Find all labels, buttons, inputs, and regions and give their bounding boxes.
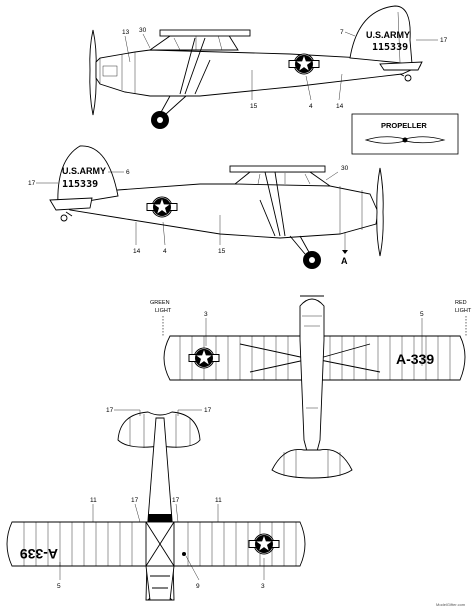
callout-15: 15	[250, 103, 258, 110]
callout-13: 13	[122, 29, 130, 36]
callout-6: 6	[126, 169, 130, 176]
top-horizontal-tail	[271, 448, 353, 479]
bottom-plan-view: A-339 17 17 11 17 17 11 5 9 3	[6, 407, 306, 601]
bottom-wing-code: A-339	[20, 546, 58, 562]
green-light-label-1: GREEN	[150, 300, 170, 306]
callout-30-lower: 30	[341, 165, 349, 172]
callout-15-lower: 15	[218, 248, 226, 255]
callout-4-lower: 4	[163, 248, 167, 255]
bottom-callout-17a: 17	[106, 407, 114, 414]
top-callout-5: 5	[420, 311, 424, 318]
fuselage	[95, 49, 422, 97]
bottom-callout-17d: 17	[172, 497, 180, 504]
bottom-callout-17b: 17	[204, 407, 212, 414]
propeller-blade-lower	[376, 167, 384, 257]
cabin-canopy-lower	[233, 171, 332, 187]
top-fuselage	[299, 298, 325, 472]
callout-14-lower: 14	[133, 248, 141, 255]
bottom-callout-11b: 11	[215, 497, 222, 504]
horizontal-stabilizer	[379, 61, 423, 71]
serial-marking: 115339	[372, 42, 408, 53]
callout-7: 7	[340, 29, 344, 36]
red-light-label-1: RED	[455, 300, 467, 306]
wing-struts-lower	[259, 171, 286, 237]
watermark: ModelGifter.com	[436, 602, 466, 607]
horizontal-stabilizer-lower	[49, 197, 93, 211]
main-landing-gear	[159, 95, 187, 115]
bottom-callout-3: 3	[261, 583, 265, 590]
fuselage-lower	[59, 183, 379, 239]
army-marking-lower: U.S.ARMY	[62, 166, 106, 176]
top-wing-code: A-339	[396, 351, 434, 367]
cowl-vent	[102, 65, 118, 77]
callout-4: 4	[309, 103, 313, 110]
callout-14: 14	[336, 103, 344, 110]
vertical-fin	[349, 5, 413, 65]
bottom-engine-cowl	[145, 565, 175, 601]
red-light-label-2: LIGHT	[455, 308, 472, 314]
propeller-title: PROPELLER	[381, 121, 427, 130]
top-callout-3: 3	[204, 311, 208, 318]
main-landing-gear-lower	[289, 235, 311, 255]
wing-root	[159, 29, 251, 37]
bottom-callout-11a: 11	[90, 497, 97, 504]
tail-wheel-lower	[60, 214, 68, 222]
bottom-callout-17c: 17	[131, 497, 139, 504]
callout-30: 30	[139, 27, 147, 34]
serial-marking-lower: 115339	[62, 179, 98, 190]
bottom-callout-5: 5	[57, 583, 61, 590]
wing-struts	[179, 37, 211, 95]
green-light-label-2: LIGHT	[155, 308, 172, 314]
top-plan-view: A-339 GREEN LIGHT RED LIGHT 3 5	[150, 295, 472, 479]
section-mark-a: A	[341, 256, 348, 266]
lower-side-view: U.S.ARMY 115339 17 6 30 14 4 15 A	[28, 145, 384, 269]
callout-17: 17	[440, 37, 448, 44]
vertical-fin-lower	[57, 145, 119, 207]
wing-root-lower	[229, 165, 326, 173]
upper-side-view: U.S.ARMY 115339 13 30 7 17 15 4 14	[89, 5, 448, 129]
tail-wheel	[404, 74, 412, 82]
propeller-blade	[89, 29, 97, 116]
propeller-detail-box: PROPELLER	[351, 113, 459, 155]
bottom-callout-9: 9	[196, 583, 200, 590]
army-marking: U.S.ARMY	[366, 30, 410, 40]
callout-17-lower: 17	[28, 180, 36, 187]
